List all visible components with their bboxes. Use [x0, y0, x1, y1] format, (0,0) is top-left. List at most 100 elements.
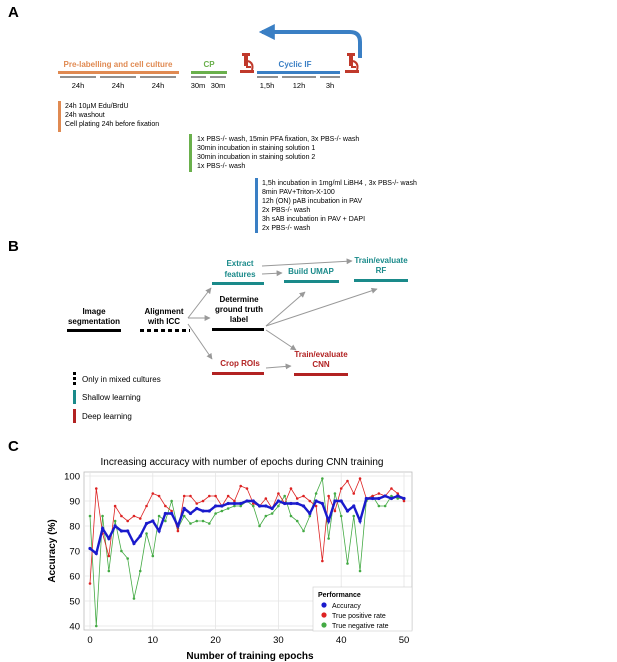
point-accuracy: [88, 546, 92, 551]
point-true-positive-rate: [138, 517, 142, 520]
legend-tnr-marker: [321, 622, 327, 628]
point-accuracy: [157, 529, 161, 533]
point-accuracy: [396, 494, 400, 498]
point-true-positive-rate: [371, 494, 374, 498]
point-true-negative-rate: [214, 512, 217, 515]
point-true-positive-rate: [289, 487, 293, 490]
duration-pre-2: 24h: [112, 81, 125, 90]
y-tick-label: 50: [69, 597, 80, 608]
point-true-negative-rate: [220, 509, 224, 513]
point-accuracy: [327, 519, 331, 523]
protocol-text-cp: 1x PBS-/- wash, 15min PFA fixation, 3x P…: [197, 136, 359, 170]
point-true-positive-rate: [189, 494, 192, 498]
point-accuracy: [339, 499, 343, 503]
point-accuracy: [377, 496, 381, 501]
protocol-cp-line-4: 1x PBS-/- wash: [197, 163, 245, 170]
point-accuracy: [232, 501, 237, 506]
microscope-icon: [240, 53, 254, 73]
microscope-icon: [345, 53, 359, 73]
point-true-positive-rate: [396, 492, 400, 495]
point-accuracy: [144, 521, 149, 526]
duration-cif-2: 12h: [293, 81, 306, 90]
step-rf-line-2: RF: [376, 266, 387, 275]
point-true-positive-rate: [352, 492, 356, 495]
point-accuracy: [352, 504, 356, 508]
point-accuracy: [113, 524, 117, 528]
point-true-positive-rate: [195, 502, 199, 505]
point-accuracy: [220, 504, 224, 508]
chart-title: Increasing accuracy with number of epoch…: [101, 457, 384, 468]
y-tick-label: 40: [69, 622, 80, 633]
point-true-positive-rate: [94, 487, 98, 490]
protocol-cp-line-2: 30min incubation in staining solution 1: [197, 145, 315, 152]
protocol-cp-line-3: 30min incubation in staining solution 2: [197, 154, 315, 161]
duration-pre-3: 24h: [152, 81, 165, 90]
y-tick-label: 60: [69, 572, 80, 583]
legend-tpr-label: True positive rate: [332, 613, 386, 620]
duration-cp-2: 30m: [211, 81, 226, 90]
point-true-negative-rate: [339, 514, 343, 518]
duration-cif-1: 1,5h: [260, 81, 275, 90]
point-true-negative-rate: [157, 514, 161, 518]
step-crop-line-1: Crop ROIs: [220, 359, 260, 368]
point-accuracy: [276, 499, 280, 503]
protocol-cif-line-6: 2x PBS-/- wash: [262, 225, 310, 232]
point-true-positive-rate: [126, 519, 129, 523]
protocol-text-pre: 24h 10µM Edu/BrdU 24h washout Cell plati…: [65, 103, 159, 128]
point-true-positive-rate: [295, 497, 299, 500]
point-true-negative-rate: [88, 514, 92, 518]
point-true-negative-rate: [396, 497, 400, 500]
point-true-positive-rate: [245, 487, 249, 490]
protocol-cp-line-1: 1x PBS-/- wash, 15min PFA fixation, 3x P…: [197, 136, 359, 143]
point-accuracy: [126, 529, 130, 533]
point-true-negative-rate: [138, 569, 142, 573]
point-accuracy: [314, 499, 318, 503]
step-extract-line-2: features: [224, 270, 256, 279]
point-accuracy: [389, 496, 394, 501]
panel-c-letter: C: [8, 438, 19, 455]
point-true-positive-rate: [314, 504, 318, 508]
step-extract-line-1: Extract: [226, 259, 253, 268]
point-true-negative-rate: [251, 504, 255, 508]
step-ground-truth-line-2: ground truth: [215, 305, 263, 314]
legend-accuracy-label: Accuracy: [332, 603, 361, 610]
protocol-cif-line-5: 3h sAB incubation in PAV + DAPI: [262, 216, 365, 223]
point-true-negative-rate: [277, 504, 280, 508]
point-accuracy: [402, 496, 406, 501]
phase-label-cp: CP: [203, 60, 215, 69]
protocol-cif-line-1: 1,5h incubation in 1mg/ml LiBH4 , 3x PBS…: [262, 180, 417, 187]
point-true-negative-rate: [94, 624, 98, 628]
point-accuracy: [176, 524, 180, 528]
legend-tnr-label: True negative rate: [332, 623, 389, 630]
point-true-negative-rate: [126, 557, 129, 560]
panel-a-letter: A: [8, 4, 19, 21]
point-accuracy: [283, 501, 287, 506]
legend-deep-label: Deep learning: [82, 412, 132, 421]
point-true-positive-rate: [176, 529, 180, 533]
point-true-positive-rate: [164, 504, 167, 508]
point-true-negative-rate: [270, 512, 274, 515]
point-true-positive-rate: [170, 509, 173, 513]
point-true-positive-rate: [308, 499, 312, 503]
point-true-positive-rate: [377, 492, 381, 495]
step-umap-line-1: Build UMAP: [288, 267, 334, 276]
duration-cp-1: 30m: [191, 81, 206, 90]
series-line-true-positive-rate: [89, 477, 405, 584]
phase-bar-pre: [58, 71, 179, 74]
point-accuracy: [182, 506, 186, 511]
point-true-positive-rate: [151, 492, 155, 495]
point-true-positive-rate: [327, 494, 330, 498]
flow-arrows: [187, 258, 378, 370]
point-true-negative-rate: [208, 522, 211, 525]
point-true-positive-rate: [277, 492, 280, 495]
point-true-negative-rate: [164, 519, 167, 523]
point-true-negative-rate: [120, 549, 123, 553]
bar-ground-truth: [212, 328, 264, 331]
x-tick-label: 10: [148, 635, 159, 646]
point-true-positive-rate: [346, 479, 349, 483]
point-accuracy: [100, 526, 105, 531]
point-true-negative-rate: [145, 532, 148, 535]
point-true-positive-rate: [201, 499, 205, 503]
point-true-negative-rate: [239, 504, 243, 508]
point-accuracy: [308, 511, 312, 516]
